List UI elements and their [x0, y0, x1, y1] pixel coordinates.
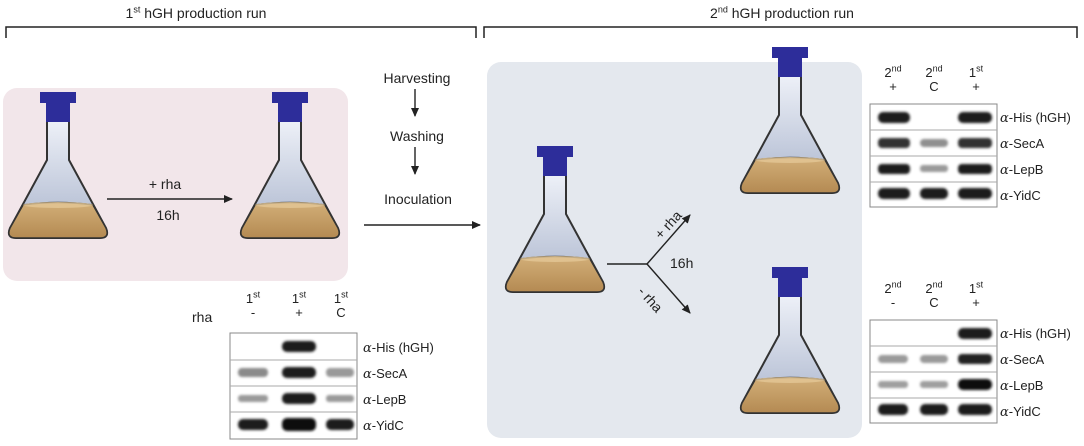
blot2-lane-1: 2nd+	[884, 63, 902, 94]
blot1-ab-his: α-His (hGH)	[363, 340, 434, 356]
step-harvesting: Harvesting	[383, 70, 451, 86]
blot2-ab-yidc: α-YidC	[1000, 188, 1041, 204]
run1-bracket	[5, 26, 477, 38]
split-time: 16h	[670, 255, 694, 271]
blot2-ab-his: α-His (hGH)	[1000, 110, 1071, 126]
blot3-ab-his: α-His (hGH)	[1000, 326, 1071, 342]
blot2-ab-seca: α-SecA	[1000, 136, 1045, 152]
step-washing: Washing	[390, 128, 444, 144]
blot2-lane-3: 1st+	[968, 63, 984, 94]
blot1-lane-2: 1st+	[291, 289, 307, 320]
blot3-ab-seca: α-SecA	[1000, 352, 1045, 368]
blot1-ab-seca: α-SecA	[363, 366, 408, 382]
blot1-ab-yidc: α-YidC	[363, 418, 404, 434]
blot1-lane-1: 1st-	[245, 289, 261, 320]
blot3-ab-lepb: α-LepB	[1000, 378, 1044, 394]
step-inoculation: Inoculation	[384, 191, 452, 207]
run2-title: 2nd hGH production run	[710, 4, 854, 21]
blot3-ab-yidc: α-YidC	[1000, 404, 1041, 420]
induction-treatment: + rha	[148, 176, 182, 192]
western-blot-3	[869, 319, 998, 424]
blot1-row-label: rha	[192, 309, 213, 325]
split-arrow-up	[646, 214, 691, 265]
blot3-lane-3: 1st+	[968, 279, 984, 310]
run2-bracket	[483, 26, 1078, 38]
western-blot-2	[869, 103, 998, 208]
blot2-ab-lepb: α-LepB	[1000, 162, 1044, 178]
blot1-ab-lepb: α-LepB	[363, 392, 407, 408]
split-arrow-down	[646, 263, 691, 314]
blot3-lane-1: 2nd-	[884, 279, 902, 310]
run1-title: 1st hGH production run	[125, 4, 267, 21]
western-blot-1	[229, 332, 358, 440]
induction-time: 16h	[156, 207, 180, 223]
